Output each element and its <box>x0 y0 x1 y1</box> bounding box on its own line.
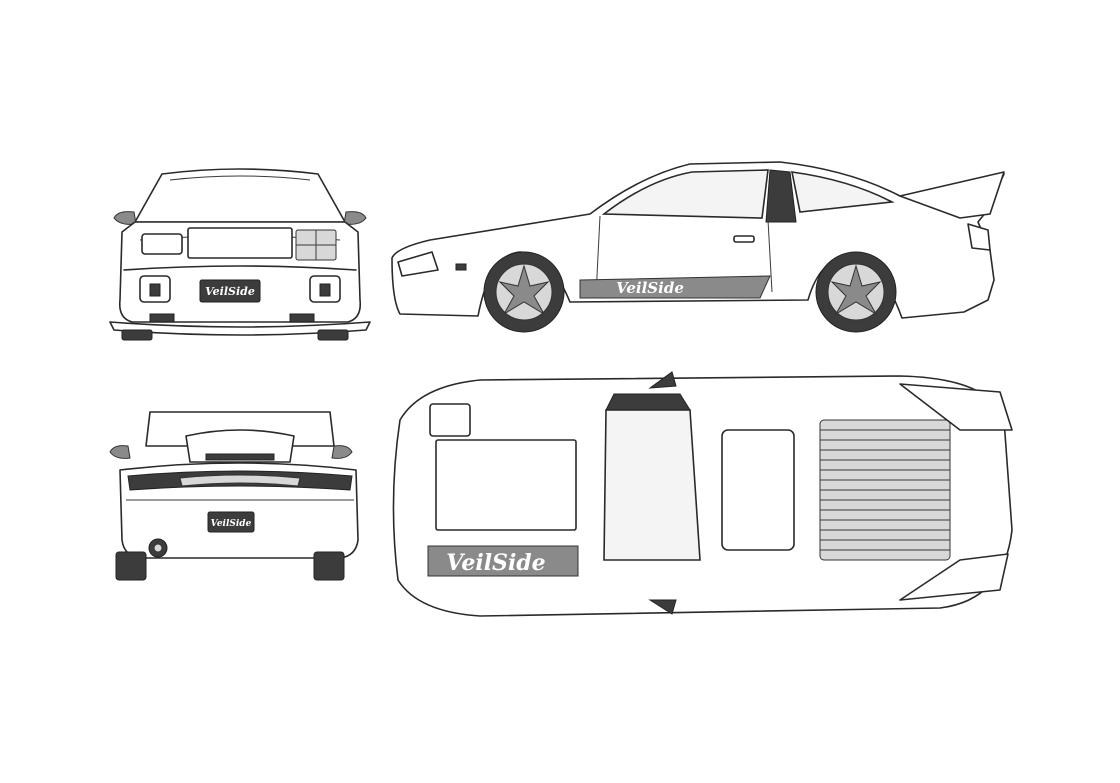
side-view: VeilSide <box>391 161 1005 333</box>
front-license-plate <box>199 279 261 303</box>
top-roof <box>721 429 795 551</box>
rear-right-tire <box>313 551 345 581</box>
rear-license-plate <box>207 511 255 533</box>
top-left-mirror <box>648 371 677 389</box>
rear-wheel <box>815 251 897 333</box>
spoiler-slot <box>205 453 275 461</box>
top-stripe <box>427 545 579 577</box>
front-left-tire <box>121 329 153 341</box>
side-spoiler <box>899 171 1005 219</box>
rear-plate-brand: VeilSide <box>211 519 252 529</box>
front-view: VeilSide <box>109 168 371 341</box>
hood-panel <box>435 439 577 531</box>
top-right-mirror <box>648 599 677 615</box>
front-windshield <box>134 168 346 223</box>
right-intake <box>289 313 315 323</box>
side-headlight <box>397 251 439 277</box>
c-pillar <box>765 169 797 223</box>
rear-view: VeilSide <box>109 411 359 581</box>
left-intake <box>149 313 175 323</box>
side-stripe-brand: VeilSide <box>616 279 684 297</box>
side-rear-window <box>790 171 895 213</box>
side-taillight <box>967 223 991 251</box>
side-front-window <box>601 169 769 219</box>
top-headlight <box>429 403 471 437</box>
door-handle-icon <box>733 235 755 243</box>
side-marker-icon <box>455 263 467 271</box>
left-headlight <box>141 233 183 255</box>
left-mirror <box>113 211 137 225</box>
right-fog-icon <box>319 283 331 297</box>
top-windshield <box>603 409 701 561</box>
right-mirror <box>343 211 367 225</box>
rear-right-mirror <box>331 445 353 459</box>
top-stripe-brand: VeilSide <box>446 550 545 576</box>
top-spoiler-right <box>899 553 1009 601</box>
front-right-tire <box>317 329 349 341</box>
side-stripe <box>579 275 771 299</box>
top-view: VeilSide <box>392 371 1013 617</box>
rear-left-mirror <box>109 445 131 459</box>
front-wheel <box>483 251 565 333</box>
top-a-pillar <box>605 393 691 411</box>
rear-left-tire <box>115 551 147 581</box>
left-fog-icon <box>149 283 161 297</box>
front-plate-area <box>187 227 293 259</box>
top-spoiler-left <box>899 383 1013 431</box>
front-plate-brand: VeilSide <box>205 285 255 298</box>
